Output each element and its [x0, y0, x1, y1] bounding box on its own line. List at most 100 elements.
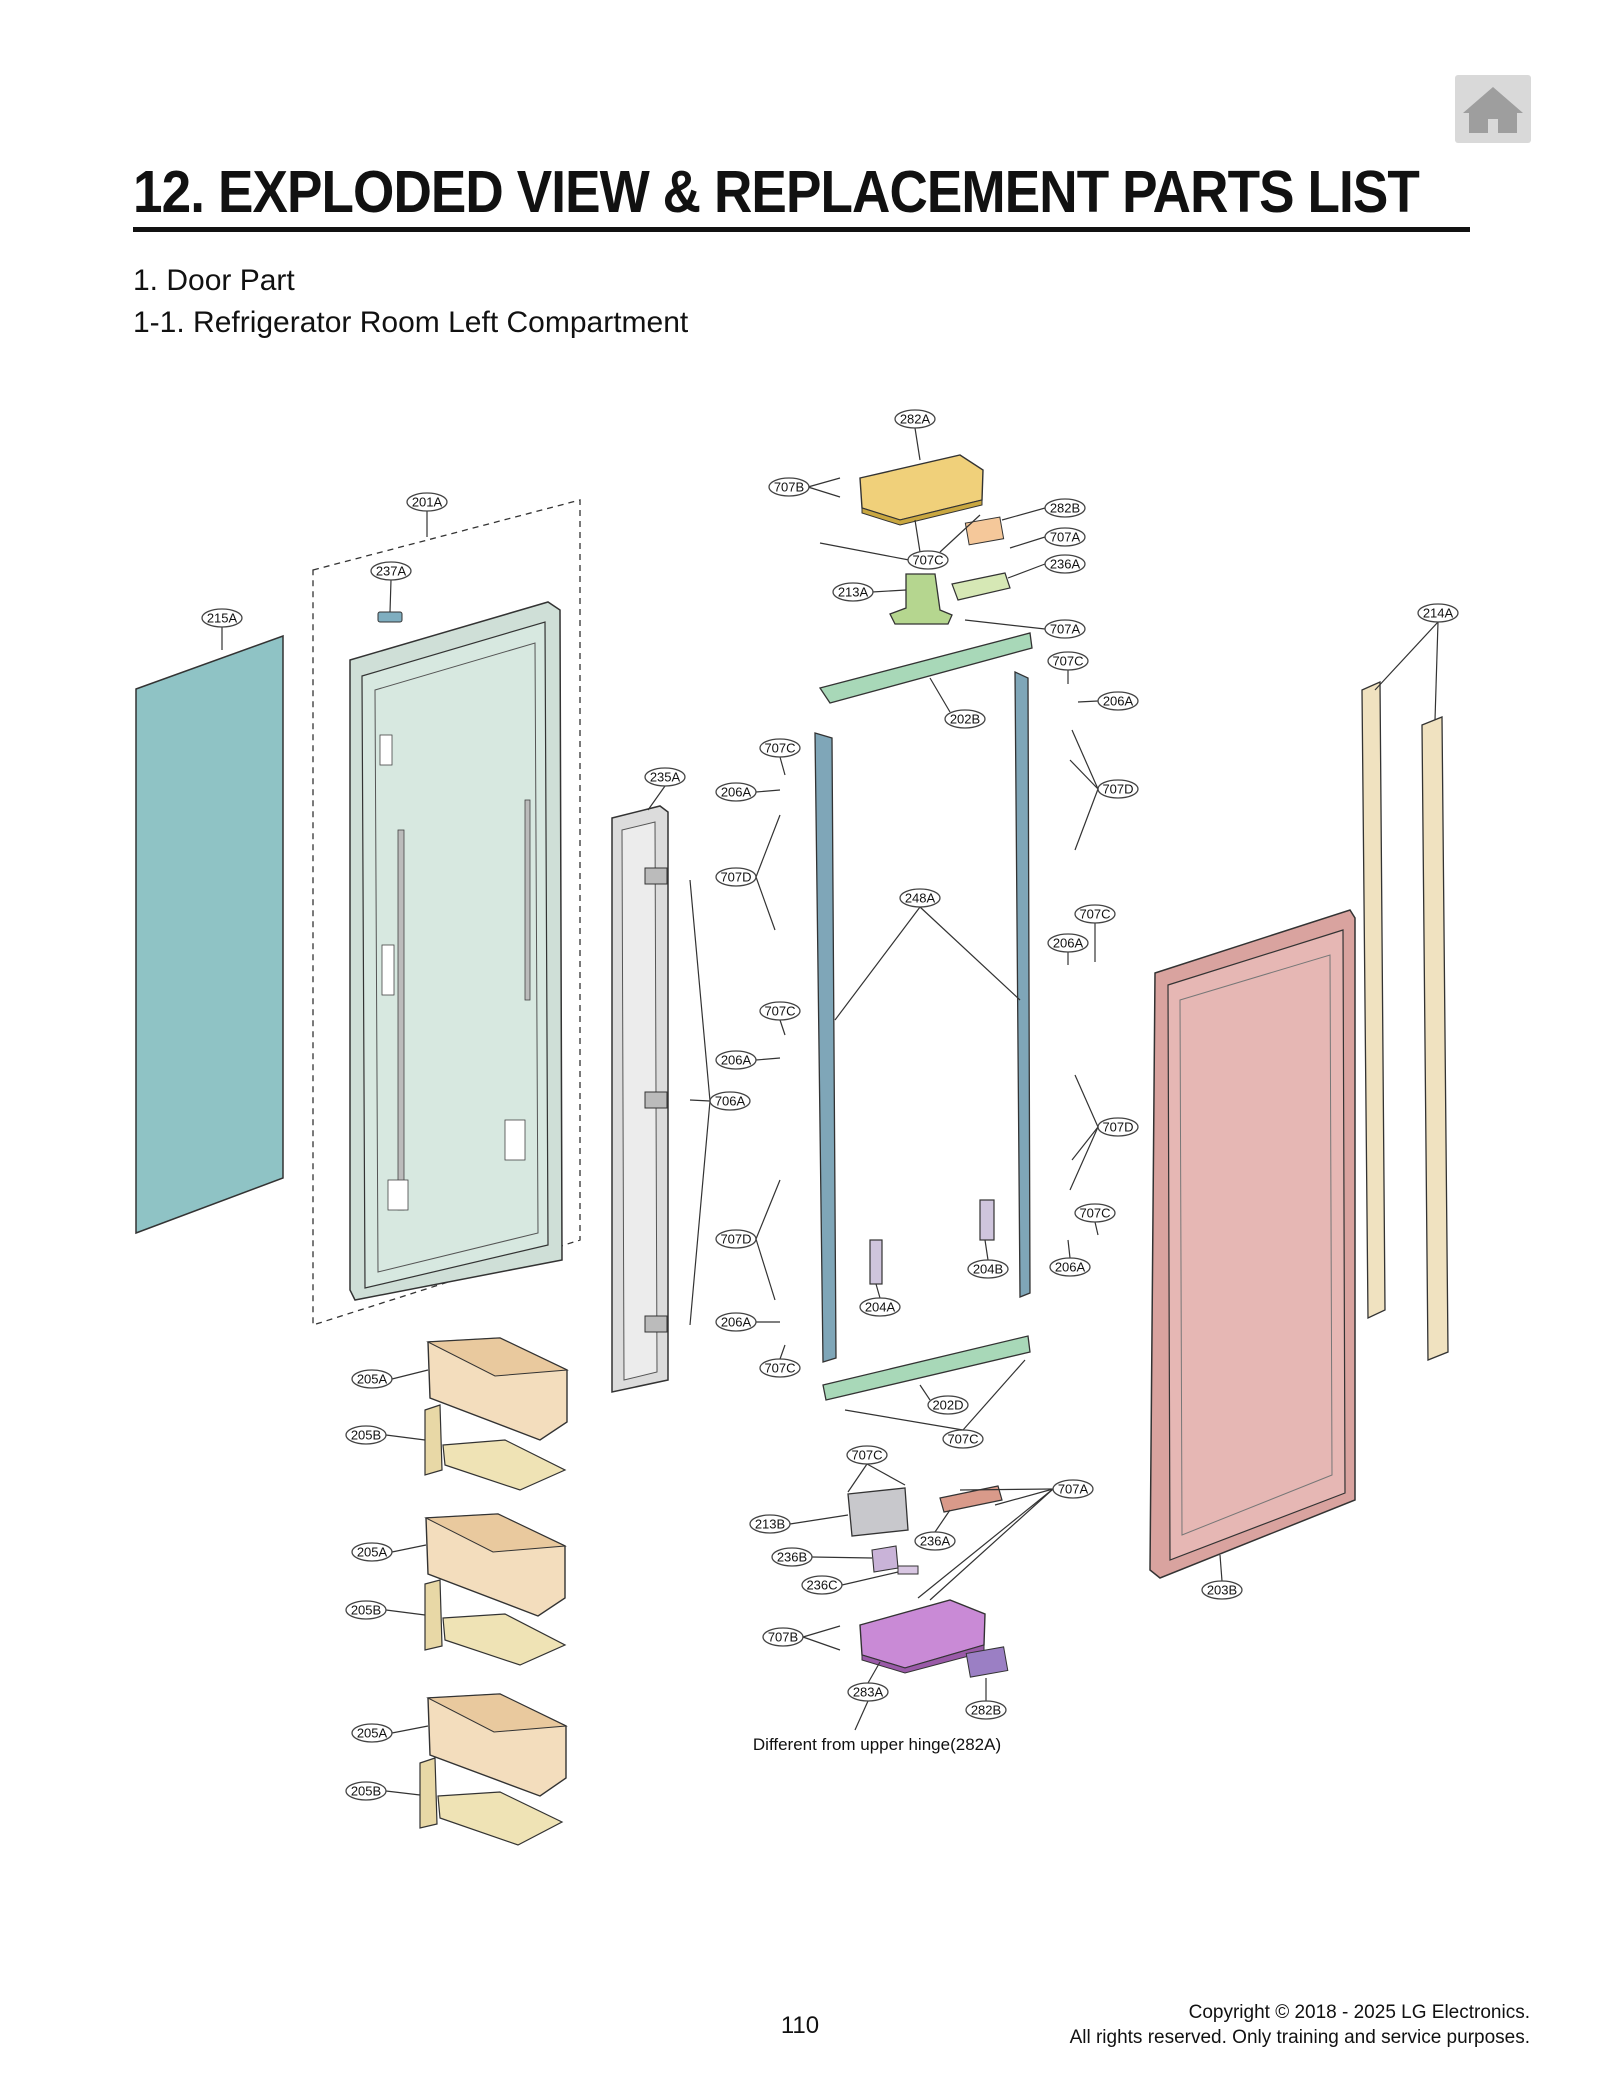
part-203b-door-liner — [1149, 909, 1356, 1579]
callout-label: 205A — [357, 1726, 388, 1741]
callout-label: 206A — [1053, 936, 1084, 951]
callout-707c: 707C — [759, 1001, 801, 1021]
callout-707c: 707C — [942, 1429, 984, 1449]
part-282b-pad-upper — [964, 516, 1005, 546]
lower-hinge-note: Different from upper hinge(282A) — [753, 1735, 1001, 1754]
callout-label: 203B — [1207, 1583, 1237, 1598]
callout-707c: 707C — [907, 550, 949, 570]
part-205a-bin-1 — [426, 1337, 569, 1441]
callout-282b: 282B — [965, 1700, 1007, 1720]
callout-205b: 205B — [345, 1425, 387, 1445]
part-204b — [979, 1199, 995, 1241]
callout-707a: 707A — [1044, 527, 1086, 547]
callout-label: 236C — [806, 1578, 837, 1593]
callout-206a: 206A — [715, 1312, 757, 1332]
callout-label: 707D — [720, 870, 751, 885]
callout-label: 213A — [838, 585, 869, 600]
callout-label: 205B — [351, 1603, 381, 1618]
part-236c — [897, 1565, 919, 1575]
part-205b-holder-3 — [419, 1757, 564, 1846]
callout-label: 707C — [764, 1004, 795, 1019]
callout-237a: 237A — [370, 561, 412, 581]
callout-label: 213B — [755, 1517, 785, 1532]
callout-706a: 706A — [709, 1091, 751, 1111]
callout-label: 206A — [721, 1053, 752, 1068]
callout-206a: 206A — [715, 1050, 757, 1070]
callout-248a: 248A — [899, 888, 941, 908]
callout-206a: 206A — [1097, 691, 1139, 711]
callout-label: 215A — [207, 611, 238, 626]
callout-202b: 202B — [944, 709, 986, 729]
part-213b-bracket — [847, 1487, 909, 1537]
callout-707c: 707C — [1074, 904, 1116, 924]
callout-label: 707C — [851, 1448, 882, 1463]
callout-label: 205A — [357, 1372, 388, 1387]
callout-label: 202D — [932, 1398, 963, 1413]
callout-707b: 707B — [768, 477, 810, 497]
callout-label: 707C — [912, 553, 943, 568]
part-214a-strip-2 — [1421, 716, 1449, 1361]
callout-707c: 707C — [846, 1445, 888, 1465]
callout-236c: 236C — [801, 1575, 843, 1595]
part-237a — [377, 611, 403, 623]
callout-label: 707D — [1102, 1120, 1133, 1135]
callout-707b: 707B — [762, 1627, 804, 1647]
callout-label: 236A — [920, 1534, 951, 1549]
callout-202d: 202D — [927, 1395, 969, 1415]
part-202b-cover — [818, 632, 1033, 704]
callout-label: 707D — [720, 1232, 751, 1247]
callout-282a: 282A — [894, 409, 936, 429]
callout-label: 248A — [905, 891, 936, 906]
page-number: 110 — [780, 2012, 820, 2039]
callout-label: 707B — [768, 1630, 798, 1645]
home-button[interactable] — [1455, 75, 1531, 143]
callout-label: 282A — [900, 412, 931, 427]
callout-label: 206A — [721, 1315, 752, 1330]
callout-707a: 707A — [1052, 1479, 1094, 1499]
callout-label: 707C — [1079, 907, 1110, 922]
copyright-notice: Copyright © 2018 - 2025 LG Electronics. … — [1070, 2000, 1530, 2050]
callout-205b: 205B — [345, 1781, 387, 1801]
callout-label: 205A — [357, 1545, 388, 1560]
callout-707c: 707C — [1047, 651, 1089, 671]
callout-283a: 283A — [847, 1682, 889, 1702]
callout-236a: 236A — [1044, 554, 1086, 574]
callout-707c: 707C — [759, 1358, 801, 1378]
callout-707d: 707D — [1097, 779, 1139, 799]
callout-label: 202B — [950, 712, 980, 727]
callout-label: 205B — [351, 1784, 381, 1799]
part-201a-door-frame — [349, 601, 563, 1301]
callout-204a: 204A — [859, 1297, 901, 1317]
callout-203b: 203B — [1201, 1580, 1243, 1600]
callout-236a: 236A — [914, 1531, 956, 1551]
callout-213b: 213B — [749, 1514, 791, 1534]
callout-707c: 707C — [759, 738, 801, 758]
callout-205a: 205A — [351, 1542, 393, 1562]
callout-205a: 205A — [351, 1723, 393, 1743]
callout-206a: 206A — [1049, 1257, 1091, 1277]
callout-213a: 213A — [832, 582, 874, 602]
part-205a-bin-2 — [424, 1513, 567, 1617]
callout-label: 707B — [774, 480, 804, 495]
copyright-line-1: Copyright © 2018 - 2025 LG Electronics. — [1188, 2002, 1530, 2023]
callout-205a: 205A — [351, 1369, 393, 1389]
callout-label: 707C — [1052, 654, 1083, 669]
callout-label: 206A — [1103, 694, 1134, 709]
callout-707d: 707D — [1097, 1117, 1139, 1137]
callout-201a: 201A — [406, 492, 448, 512]
assembly-201a-boundary — [312, 499, 581, 1326]
callout-label: 707C — [947, 1432, 978, 1447]
callout-label: 707C — [1079, 1206, 1110, 1221]
part-202d-cover — [822, 1335, 1031, 1401]
callout-label: 707C — [764, 1361, 795, 1376]
callout-label: 205B — [351, 1428, 381, 1443]
callout-707d: 707D — [715, 867, 757, 887]
callout-label: 237A — [376, 564, 407, 579]
page-title: 12. EXPLODED VIEW & REPLACEMENT PARTS LI… — [133, 159, 1420, 225]
part-235a-handle — [611, 805, 669, 1393]
part-205a-bin-3 — [426, 1693, 568, 1797]
callout-707c: 707C — [1074, 1203, 1116, 1223]
callout-label: 707A — [1050, 530, 1081, 545]
part-236b — [871, 1545, 899, 1573]
